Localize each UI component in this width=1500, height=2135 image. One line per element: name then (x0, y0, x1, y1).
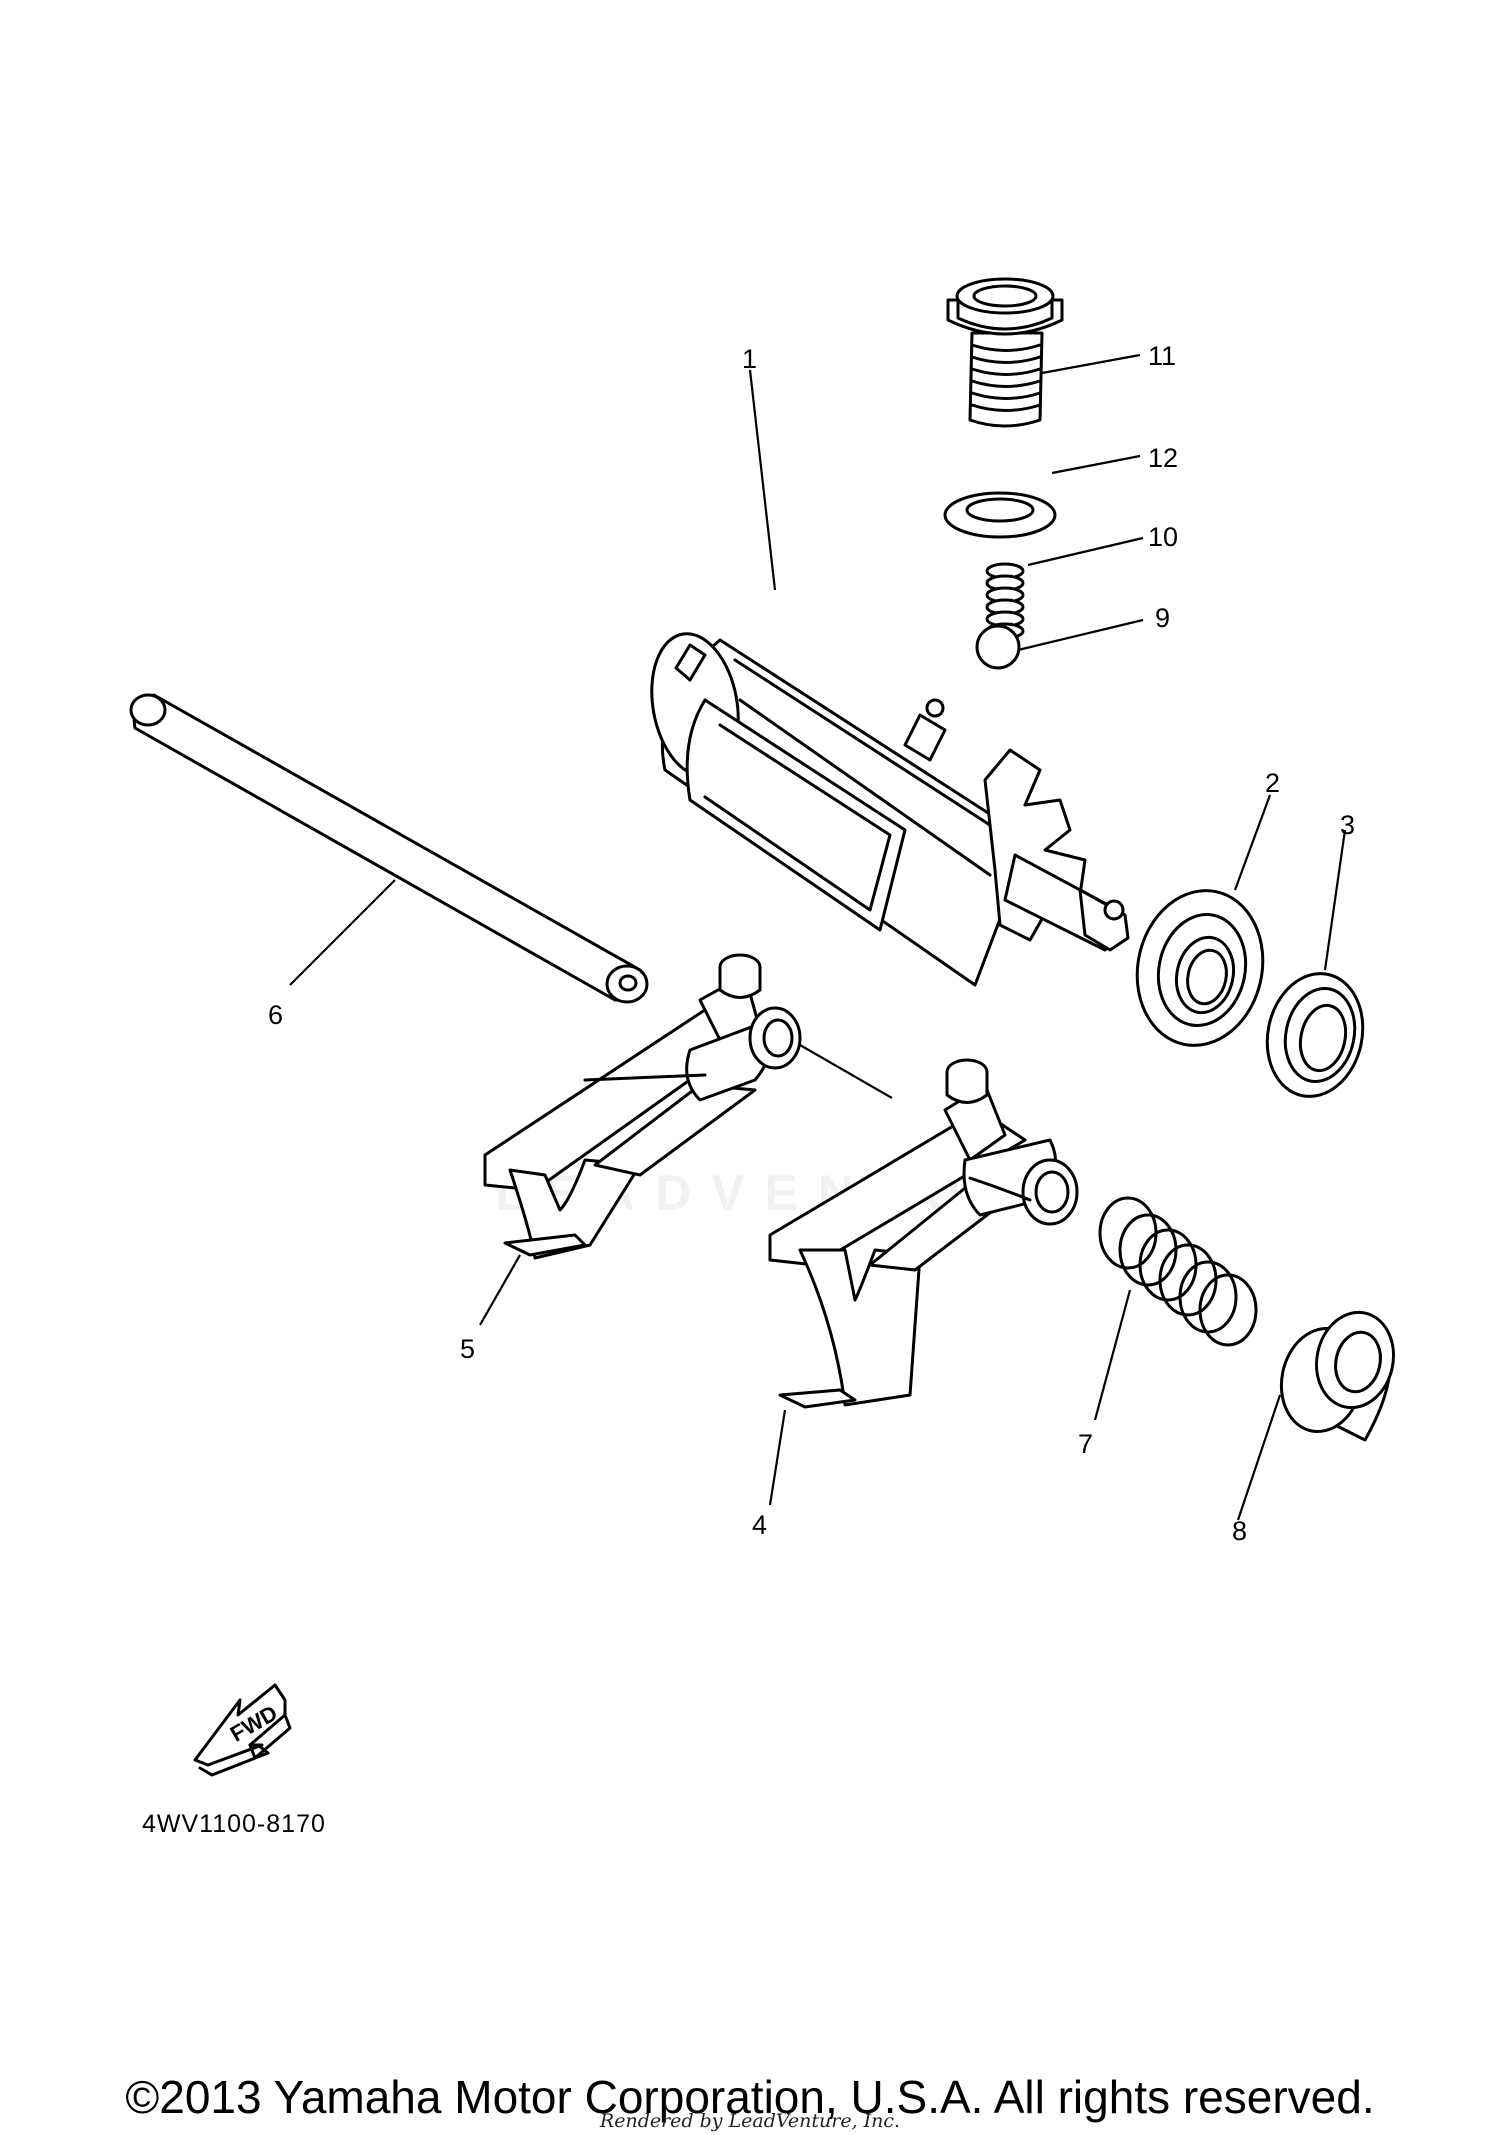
ball-part[interactable] (975, 624, 1021, 670)
callout-12: 12 (1148, 443, 1178, 473)
callout-4: 4 (752, 1510, 767, 1540)
leader-line-11 (1041, 353, 1141, 375)
leader-line-6 (289, 879, 396, 986)
leader-line-3 (1323, 829, 1347, 971)
fwd-arrow-icon (193, 1683, 292, 1777)
alignment-line (799, 1044, 893, 1099)
diagram-code: 4WV1100-8170 (142, 1810, 326, 1838)
callout-8: 8 (1232, 1516, 1247, 1546)
callout-11: 11 (1148, 341, 1176, 371)
oil-seal-part[interactable] (1256, 965, 1374, 1106)
shift-fork-rear-part[interactable] (483, 953, 802, 1260)
spring-part[interactable] (1098, 1196, 1258, 1347)
leader-line-7 (1093, 1289, 1132, 1421)
guide-bar-part[interactable] (129, 693, 649, 1004)
callout-7: 7 (1078, 1429, 1093, 1459)
leader-line-2 (1233, 794, 1272, 891)
leader-line-5 (479, 1254, 521, 1326)
copyright-notice: ©2013 Yamaha Motor Corporation, U.S.A. A… (125, 2071, 1375, 2123)
rendered-by-notice: Rendered by LeadVenture, Inc. (599, 2110, 901, 2132)
washer-part[interactable] (943, 491, 1057, 539)
leader-line-12 (1051, 454, 1141, 475)
callout-9: 9 (1155, 603, 1170, 633)
callout-10: 10 (1148, 522, 1178, 552)
bolt-part[interactable] (946, 277, 1064, 428)
bearing-part[interactable] (1123, 879, 1277, 1057)
shift-fork-front-part[interactable] (768, 1058, 1079, 1409)
collar-part[interactable] (1272, 1305, 1402, 1442)
leader-line-1 (748, 369, 777, 591)
callout-2: 2 (1265, 768, 1280, 798)
leader-line-8 (1236, 1394, 1282, 1521)
shift-drum-part[interactable] (641, 627, 1130, 987)
callout-5: 5 (460, 1334, 475, 1364)
callout-1: 1 (742, 344, 757, 374)
leader-line-9 (1017, 618, 1144, 652)
callout-3: 3 (1340, 810, 1355, 840)
callout-6: 6 (268, 1000, 283, 1030)
leader-line-4 (768, 1409, 787, 1506)
leader-line-10 (1027, 536, 1144, 567)
